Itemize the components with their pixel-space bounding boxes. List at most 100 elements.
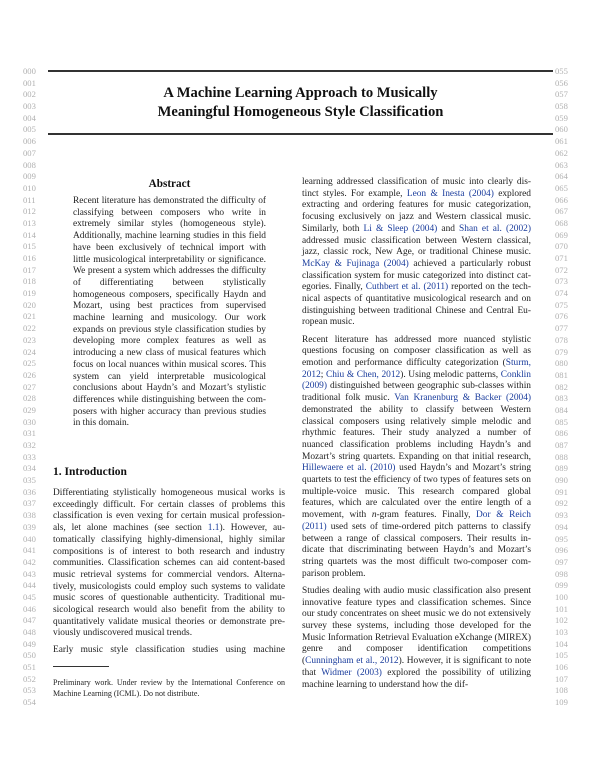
related-work-paragraph-1: learning addressed classification of mus… [302,177,531,329]
citation-van-kranenburg-backer[interactable]: Van Kranenburg & Backer [394,393,502,404]
citation-sturm[interactable]: Sturm, 2012 [302,358,531,380]
text-run: Studies dealing with audio music classif… [302,585,531,667]
line-number: 008 [23,159,36,170]
title-line-1: A Machine Learning Approach to Musically [163,85,438,101]
line-number: 101 [555,603,568,614]
citation-conklin[interactable]: Con­klin [500,369,531,380]
line-number: 086 [555,428,568,439]
line-number: 040 [23,533,36,544]
line-number: 083 [555,393,568,404]
line-number: 000 [23,66,36,76]
line-number: 039 [23,521,36,532]
citation-year[interactable]: (2004) [412,223,438,234]
line-number: 069 [555,229,568,240]
citation-year[interactable]: (2003) [356,667,382,678]
citation-year[interactable]: (2011) [423,282,449,293]
citation-dor-reich[interactable]: Dor & Reich [476,510,531,521]
footnote: Preliminary work. Under review by the In… [53,678,285,698]
text-run: demonstrated the ability to classify bet… [302,404,531,462]
text-run: learning addressed classification of mus… [302,177,531,199]
citation-year[interactable]: (2010) [370,463,396,474]
line-number: 031 [23,428,36,439]
line-number: 019 [23,288,36,299]
line-number: 011 [23,194,36,205]
line-number: 006 [23,136,36,147]
line-number: 018 [23,276,36,287]
line-number: 109 [555,697,568,708]
citation-year[interactable]: (2004) [383,258,409,269]
line-number: 044 [23,580,36,591]
line-number: 037 [23,498,36,509]
line-number: 061 [555,136,568,147]
footnote-rule [53,666,109,667]
citation-widmer[interactable]: Widmer [321,667,352,678]
line-number: 104 [555,638,568,649]
line-number: 009 [23,171,36,182]
line-number: 079 [555,346,568,357]
related-work-paragraph-3: Studies dealing with audio music classif… [302,586,531,691]
line-number: 049 [23,638,36,649]
line-number: 075 [555,299,568,310]
citation-year[interactable]: (2009) [302,381,327,392]
text-run: achieved a particularly robust classific… [302,258,532,293]
text-run: addressed music classification between W… [302,235,531,258]
citation-mckay-fujinaga[interactable]: McKay & Fujinaga [302,258,380,269]
line-number: 096 [555,545,568,556]
line-number: 098 [555,568,568,579]
text-run: used sets of time-ordered pitch patterns… [302,521,531,579]
line-number: 053 [23,685,36,696]
line-number: 024 [23,346,36,357]
section-heading-introduction: 1. Introduction [53,466,127,478]
citation-hillewaere[interactable]: Hillewaere et al. [302,463,367,474]
title-top-rule [48,70,553,72]
line-number: 081 [555,369,568,380]
line-number: 035 [23,475,36,486]
line-number: 028 [23,393,36,404]
line-number: 005 [23,124,36,135]
line-number: 020 [23,299,36,310]
line-number: 057 [555,89,568,100]
line-number: 043 [23,568,36,579]
line-number: 094 [555,521,568,532]
text-run: ; [320,369,326,380]
line-number: 052 [23,673,36,684]
line-number: 033 [23,451,36,462]
line-number: 027 [23,381,36,392]
line-number: 103 [555,627,568,637]
citation-year[interactable]: (2004) [468,188,494,199]
citation-cuthbert[interactable]: Cuthbert et al. [365,282,421,293]
text-run: Recent literature has addressed more nua… [302,334,531,369]
line-number: 067 [555,206,568,217]
line-number: 007 [23,147,36,158]
citation-cunningham[interactable]: Cunningham et al., 2012 [305,656,399,667]
line-number: 107 [555,673,568,684]
line-number: 002 [23,89,36,100]
line-number: 062 [555,147,568,158]
citation-year[interactable]: (2002) [506,223,531,234]
text-run: reported on the tech­nical aspects of qu… [302,282,531,328]
line-number: 059 [555,112,568,123]
line-number: 015 [23,241,36,252]
line-number: 050 [23,650,36,661]
citation-li-sleep[interactable]: Li & Sleep [363,223,409,234]
line-number: 023 [23,334,36,345]
intro-paragraph-2: Early music style classification studies… [53,645,285,656]
citation-leon-inesta[interactable]: Leon & Inesta [406,188,465,199]
line-number: 016 [23,253,36,263]
text-run: and [437,223,460,234]
citation-chiu-chen[interactable]: Chiu & Chen, 2012 [325,369,401,380]
line-number: 047 [23,615,36,626]
line-number: 054 [23,697,36,708]
line-number: 091 [555,486,568,497]
line-number: 105 [555,650,568,661]
line-number: 026 [23,369,36,380]
line-number: 021 [23,311,36,322]
line-number: 084 [555,404,568,415]
citation-year[interactable]: (2004) [506,393,532,404]
citation-year[interactable]: (2011) [302,521,327,532]
section-link[interactable]: 1.1 [207,523,220,534]
citation-shan[interactable]: Shan et al. [459,223,502,234]
line-number: 051 [23,662,36,673]
line-number: 025 [23,358,36,369]
